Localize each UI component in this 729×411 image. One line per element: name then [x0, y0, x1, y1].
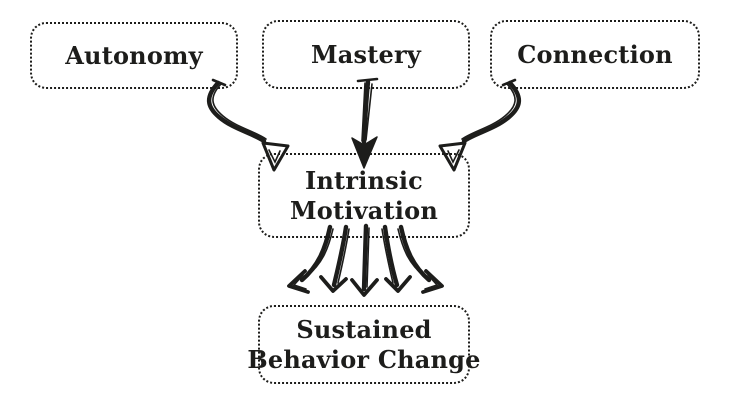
node-intrinsic-motivation-label-line1: Intrinsic	[304, 166, 423, 196]
node-connection-label: Connection	[517, 39, 673, 69]
node-connection: Connection	[490, 20, 700, 89]
node-mastery-label: Mastery	[311, 39, 421, 69]
node-autonomy: Autonomy	[30, 22, 238, 89]
node-sustained-behavior-change-label-line1: Sustained	[296, 315, 432, 345]
node-intrinsic-motivation-label-line2: Motivation	[290, 195, 438, 225]
node-autonomy-label: Autonomy	[65, 40, 203, 70]
node-intrinsic-motivation: Intrinsic Motivation	[258, 153, 470, 238]
node-sustained-behavior-change: Sustained Behavior Change	[247, 305, 480, 384]
node-sustained-behavior-change-label-line2: Behavior Change	[247, 344, 481, 374]
node-mastery: Mastery	[262, 20, 470, 89]
